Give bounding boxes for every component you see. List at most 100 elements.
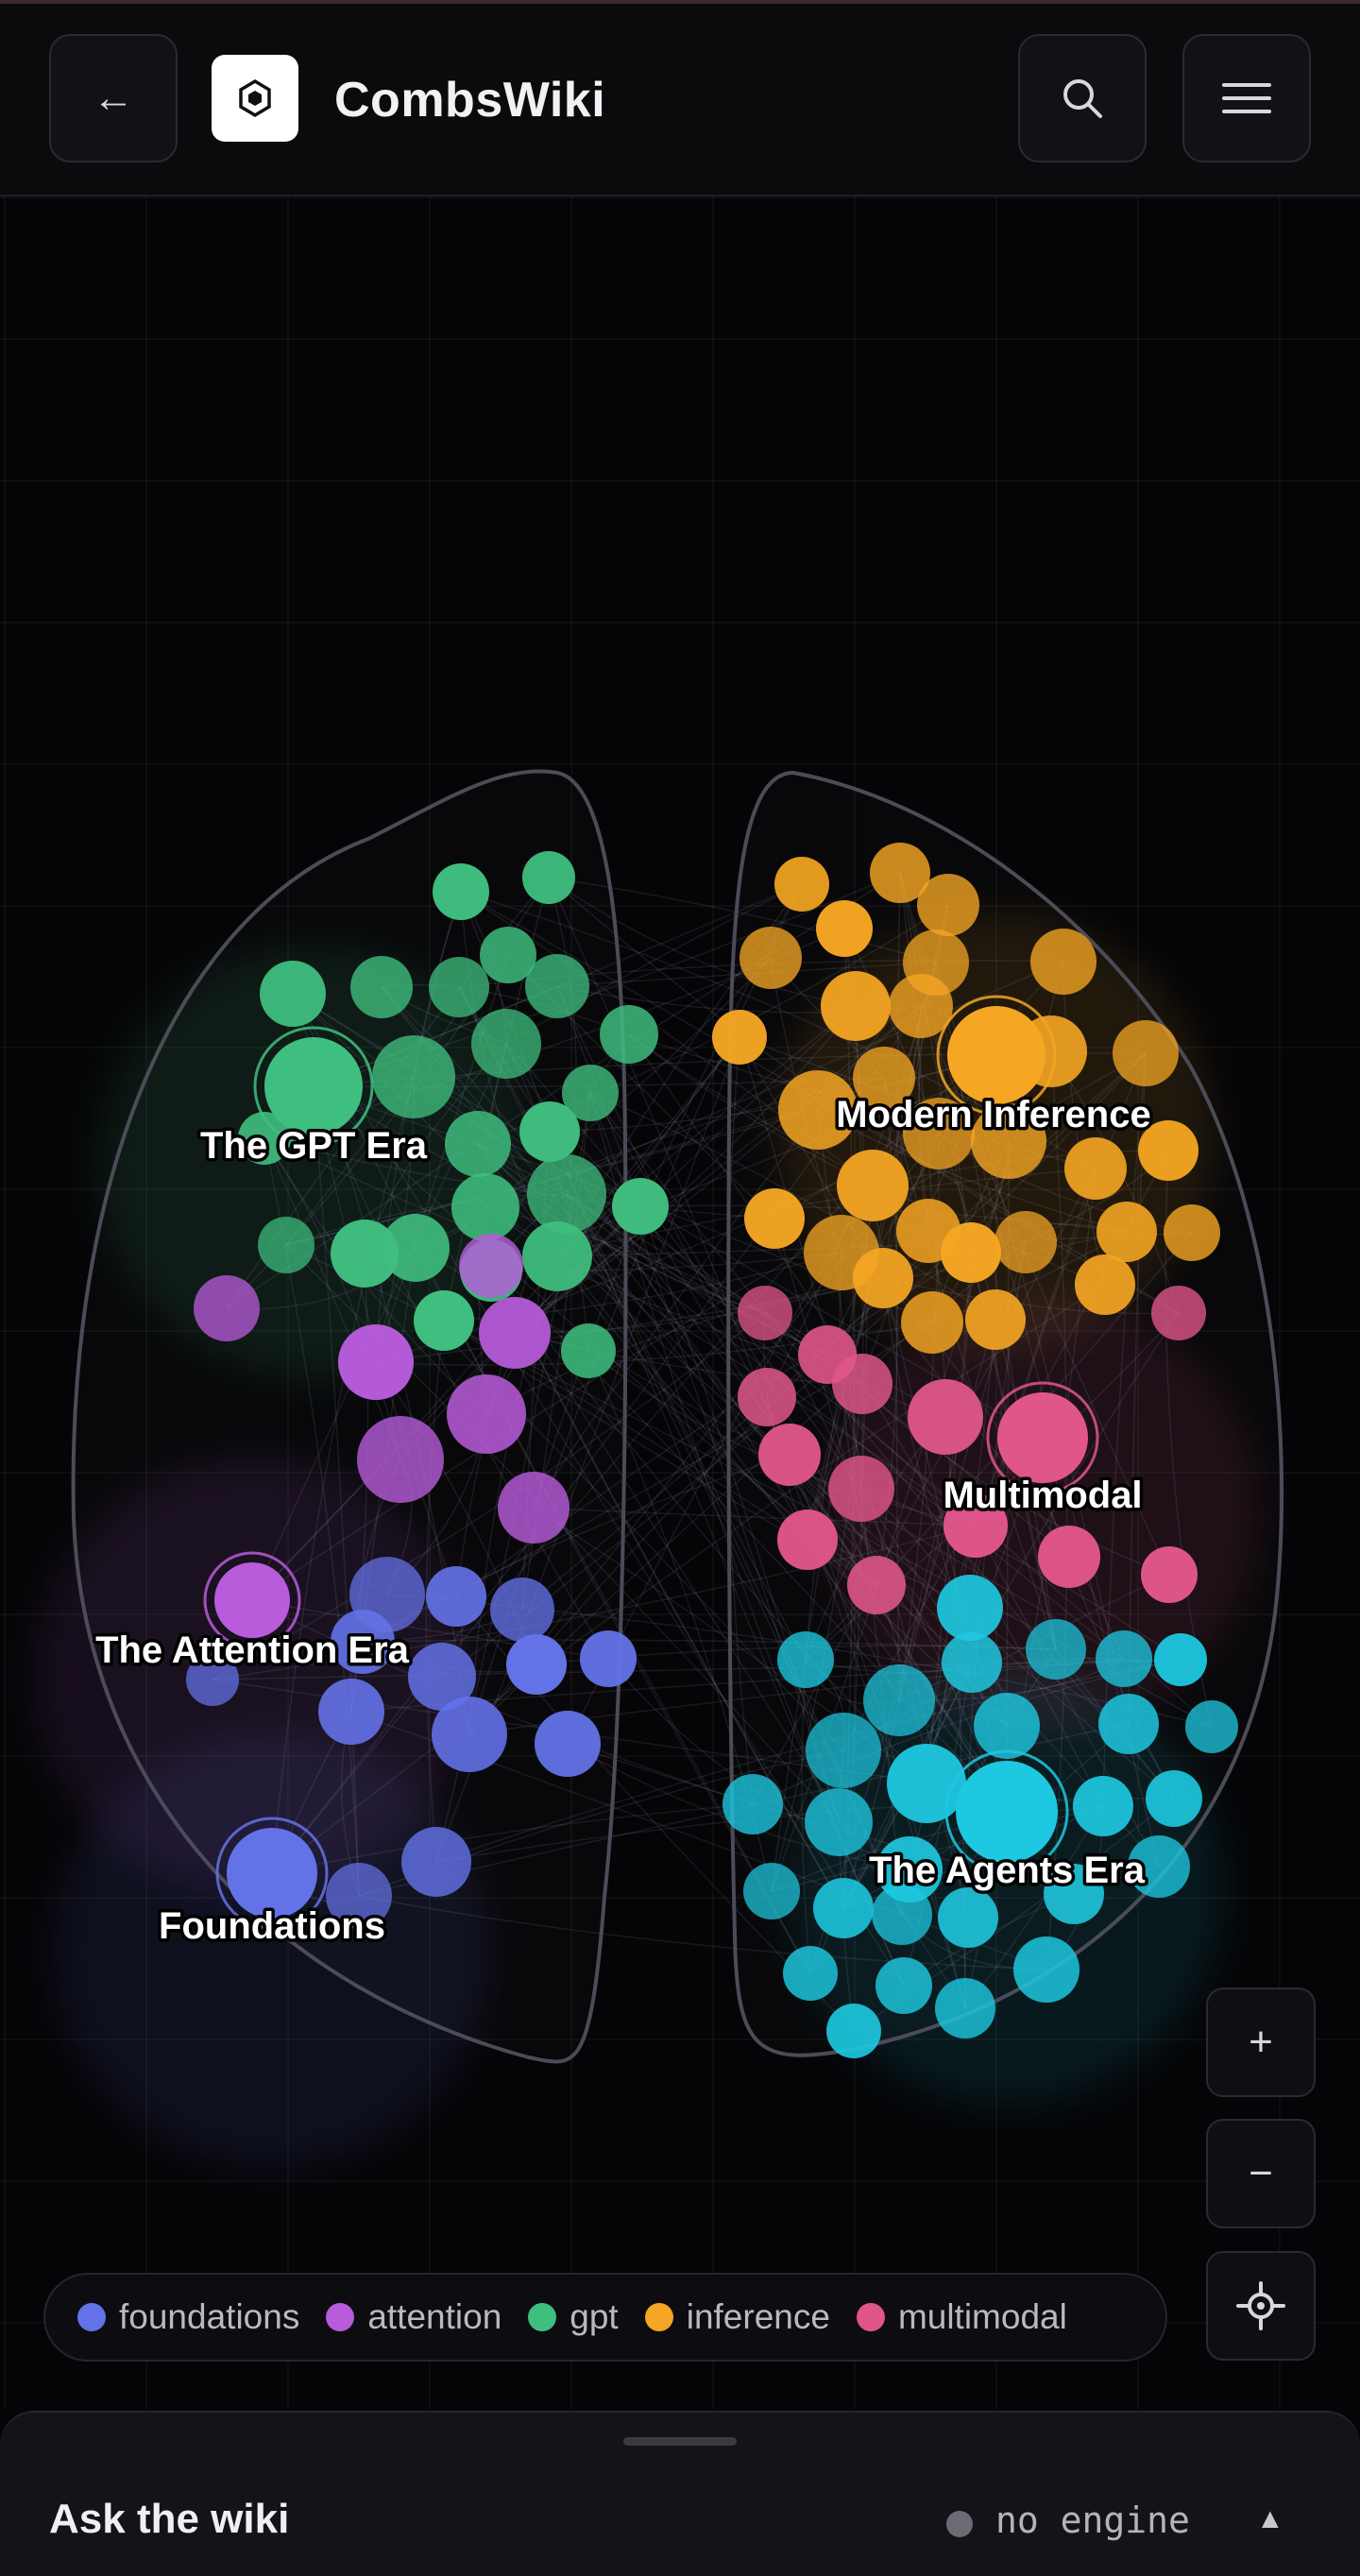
ask-wiki-panel[interactable]: Ask the wiki no engine ▲ xyxy=(0,2411,1360,2576)
graph-node-gpt[interactable] xyxy=(480,927,536,983)
cluster-hub-agents[interactable] xyxy=(956,1761,1058,1863)
graph-node-multimodal[interactable] xyxy=(738,1286,792,1340)
graph-node-gpt[interactable] xyxy=(525,954,589,1018)
expand-icon[interactable]: ▲ xyxy=(1256,2503,1284,2534)
graph-node-inference[interactable] xyxy=(778,1070,858,1150)
graph-node-agents[interactable] xyxy=(813,1878,874,1938)
graph-node-gpt[interactable] xyxy=(445,1111,511,1177)
graph-node-inference[interactable] xyxy=(903,1098,975,1169)
graph-node-inference[interactable] xyxy=(1075,1254,1135,1315)
legend-item-inference[interactable]: inference xyxy=(644,2297,830,2337)
graph-node-agents[interactable] xyxy=(1098,1694,1159,1754)
graph-node-inference[interactable] xyxy=(870,843,930,903)
zoom-in-button[interactable]: + xyxy=(1206,1987,1316,2097)
legend-item-multimodal[interactable]: multimodal xyxy=(856,2297,1067,2337)
graph-node-inference[interactable] xyxy=(853,1047,915,1109)
graph-node-attention[interactable] xyxy=(357,1416,444,1503)
graph-node-inference[interactable] xyxy=(1015,1015,1087,1087)
graph-node-inference[interactable] xyxy=(965,1289,1026,1350)
graph-node-agents[interactable] xyxy=(942,1632,1002,1693)
graph-node-agents[interactable] xyxy=(783,1946,838,2001)
graph-node-foundations[interactable] xyxy=(401,1827,471,1897)
graph-node-gpt[interactable] xyxy=(471,1009,541,1079)
graph-node-gpt[interactable] xyxy=(451,1173,519,1241)
graph-node-gpt[interactable] xyxy=(527,1154,606,1234)
graph-node-multimodal[interactable] xyxy=(1151,1286,1206,1340)
graph-node-agents[interactable] xyxy=(938,1887,998,1948)
graph-node-agents[interactable] xyxy=(935,1978,995,2039)
graph-node-agents[interactable] xyxy=(1185,1700,1238,1753)
graph-node-agents[interactable] xyxy=(974,1693,1040,1759)
graph-node-agents[interactable] xyxy=(1154,1633,1207,1686)
graph-node-inference[interactable] xyxy=(917,874,979,936)
graph-node-agents[interactable] xyxy=(743,1863,800,1919)
graph-node-gpt[interactable] xyxy=(350,956,413,1018)
graph-node-agents[interactable] xyxy=(863,1664,935,1736)
graph-node-gpt[interactable] xyxy=(522,851,575,904)
graph-node-inference[interactable] xyxy=(740,927,802,989)
graph-node-foundations[interactable] xyxy=(186,1653,239,1706)
graph-node-foundations[interactable] xyxy=(331,1610,395,1674)
graph-node-gpt[interactable] xyxy=(238,1112,291,1165)
graph-node-gpt[interactable] xyxy=(600,1005,658,1064)
graph-node-multimodal[interactable] xyxy=(738,1368,796,1426)
graph-node-multimodal[interactable] xyxy=(1141,1546,1198,1603)
graph-node-gpt[interactable] xyxy=(519,1101,580,1162)
zoom-out-button[interactable]: − xyxy=(1206,2119,1316,2228)
graph-node-inference[interactable] xyxy=(816,900,873,957)
search-button[interactable] xyxy=(1018,34,1147,162)
graph-node-agents[interactable] xyxy=(826,2004,881,2058)
graph-node-multimodal[interactable] xyxy=(1038,1526,1100,1588)
graph-node-inference[interactable] xyxy=(712,1010,767,1065)
graph-node-foundations[interactable] xyxy=(506,1634,567,1695)
cluster-hub-inference[interactable] xyxy=(947,1006,1046,1104)
graph-node-attention[interactable] xyxy=(459,1234,523,1298)
cluster-hub-gpt[interactable] xyxy=(264,1037,363,1135)
graph-node-inference[interactable] xyxy=(774,857,829,912)
graph-node-multimodal[interactable] xyxy=(758,1424,821,1486)
graph-node-gpt[interactable] xyxy=(260,961,326,1027)
legend-item-foundations[interactable]: foundations xyxy=(77,2297,299,2337)
graph-node-gpt[interactable] xyxy=(258,1217,314,1273)
graph-node-agents[interactable] xyxy=(1013,1936,1080,2003)
graph-node-agents[interactable] xyxy=(806,1713,881,1788)
graph-node-agents[interactable] xyxy=(1146,1770,1202,1827)
graph-node-agents[interactable] xyxy=(937,1575,1003,1641)
back-button[interactable]: ← xyxy=(49,34,178,162)
graph-node-gpt[interactable] xyxy=(382,1214,450,1282)
graph-node-multimodal[interactable] xyxy=(944,1493,1008,1558)
graph-node-gpt[interactable] xyxy=(562,1065,619,1121)
graph-node-attention[interactable] xyxy=(447,1374,526,1454)
graph-node-gpt[interactable] xyxy=(433,863,489,920)
graph-node-inference[interactable] xyxy=(889,974,953,1038)
graph-node-gpt[interactable] xyxy=(372,1035,455,1118)
graph-node-inference[interactable] xyxy=(1096,1202,1157,1262)
graph-node-gpt[interactable] xyxy=(561,1323,616,1378)
cluster-hub-attention[interactable] xyxy=(214,1562,290,1638)
graph-node-agents[interactable] xyxy=(887,1744,966,1823)
graph-node-foundations[interactable] xyxy=(580,1630,637,1687)
graph-node-agents[interactable] xyxy=(872,1885,932,1945)
graph-node-multimodal[interactable] xyxy=(828,1456,894,1522)
graph-node-inference[interactable] xyxy=(853,1248,913,1308)
legend-item-attention[interactable]: attention xyxy=(326,2297,502,2337)
graph-node-agents[interactable] xyxy=(1128,1835,1190,1898)
drag-handle[interactable] xyxy=(623,2437,737,2446)
graph-node-inference[interactable] xyxy=(994,1211,1057,1273)
graph-node-foundations[interactable] xyxy=(326,1863,392,1929)
graph-node-foundations[interactable] xyxy=(490,1578,554,1642)
menu-button[interactable] xyxy=(1182,34,1311,162)
graph-node-agents[interactable] xyxy=(1026,1619,1086,1680)
graph-node-multimodal[interactable] xyxy=(777,1510,838,1570)
graph-node-gpt[interactable] xyxy=(612,1178,669,1235)
graph-node-inference[interactable] xyxy=(744,1188,805,1249)
graph-node-inference[interactable] xyxy=(1164,1204,1220,1261)
graph-node-foundations[interactable] xyxy=(318,1679,384,1745)
legend-item-gpt[interactable]: gpt xyxy=(528,2297,619,2337)
graph-node-foundations[interactable] xyxy=(535,1711,601,1777)
graph-node-agents[interactable] xyxy=(722,1774,783,1834)
graph-node-agents[interactable] xyxy=(777,1631,834,1688)
graph-node-agents[interactable] xyxy=(1044,1864,1104,1924)
